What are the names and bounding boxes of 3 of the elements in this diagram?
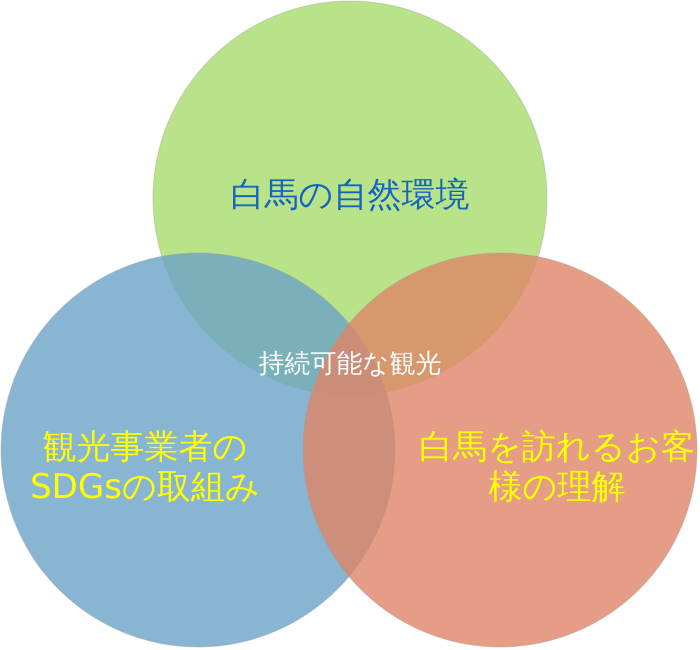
circle-label: 白馬を訪れるお客様の理解 <box>418 427 696 507</box>
circle-label: 白馬の自然環境 <box>230 175 470 215</box>
circle-label: 観光事業者のSDGsの取組み <box>29 427 261 507</box>
